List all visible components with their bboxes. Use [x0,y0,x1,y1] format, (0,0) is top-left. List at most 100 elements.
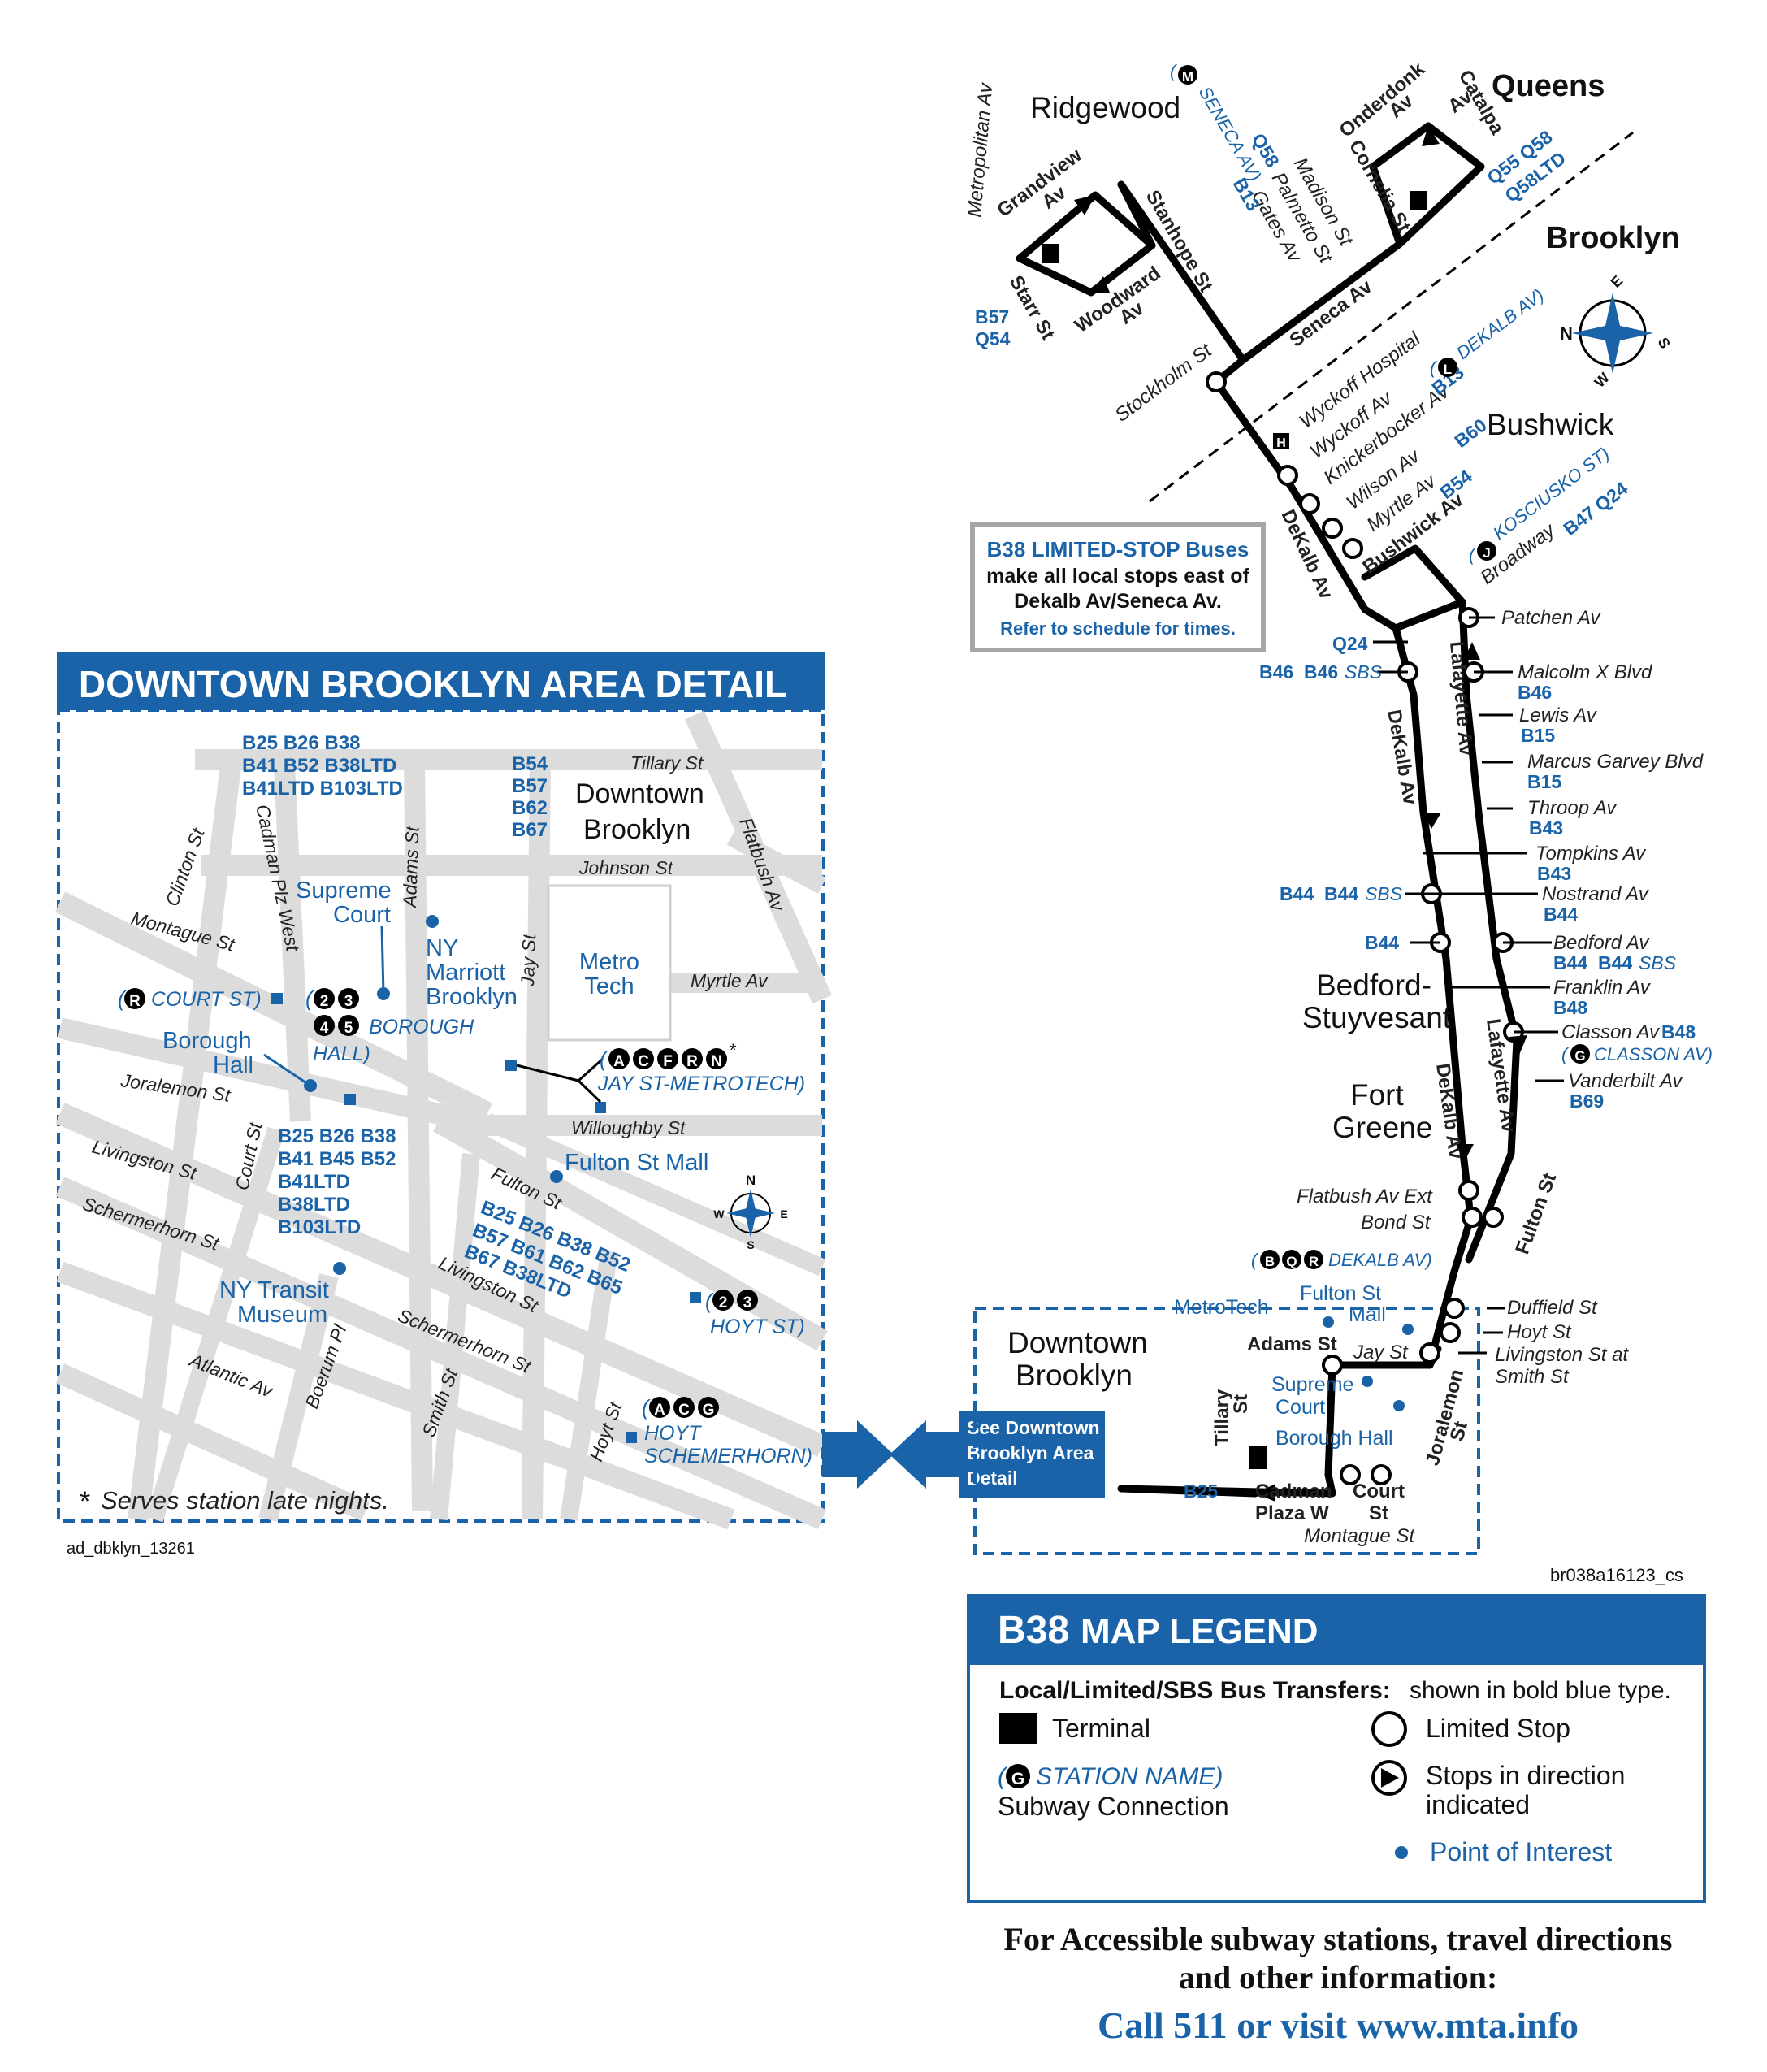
stop-jay [1419,1342,1440,1363]
detail-compass: N E S W [713,1173,787,1251]
montague-st-main-label: Montague St [1304,1525,1415,1547]
f-bullet-jay [657,1048,678,1069]
map-id: br038a16123_cs [1550,1565,1683,1585]
detail-title: DOWNTOWN BROOKLYN AREA DETAIL [79,663,787,705]
mid-routes-1: B25 B26 B38 [278,1125,396,1147]
queens-label: Queens [1492,69,1605,103]
svg-text:(: ( [705,1289,714,1313]
route-b44-sbs-nostrand: B44 [1324,883,1358,904]
classon-av-station: CLASSON AV) [1594,1044,1713,1064]
route-b44-sbs-suffix-2: SBS [1639,952,1677,973]
court-st-main-label-2: St [1369,1502,1388,1524]
classon-av-label: Classon Av [1561,1021,1661,1043]
route-b44-bedford-e: B44 [1553,952,1587,973]
svg-text:F: F [663,1053,673,1070]
seneca-av-station: SENECA AV) [1195,83,1266,184]
mid-routes-3: B41LTD [278,1171,350,1193]
legend-g-bullet [1006,1764,1030,1788]
svg-text:G: G [1574,1048,1585,1064]
route-b15-marcus: B15 [1527,771,1561,792]
svg-text:M: M [1182,69,1193,85]
court-st-main-label-1: Court [1353,1480,1405,1502]
stop-flatbush-ext [1458,1180,1479,1201]
jay-st-label: Jay St [517,933,539,987]
legend-limited-stop: Limited Stop [1426,1714,1570,1743]
footer-line2: and other information: [1179,1959,1498,1996]
route-b46-w: B46 [1259,661,1293,683]
joralemon-st-label-1: Joralemon [1422,1367,1468,1467]
2-bullet-hoyt [712,1290,734,1311]
footer-line3: Call 511 or visit www.mta.info [1098,2005,1579,2046]
detail-frame [57,709,825,1523]
svg-text:4: 4 [320,1020,329,1037]
brooklyn-label: Brooklyn [1546,221,1680,255]
borough-hall-main-label: Borough Hall [1275,1427,1393,1450]
footer: For Accessible subway stations, travel d… [1004,1921,1673,2046]
a-bullet-hoyt-sch [649,1397,670,1418]
johnson-st-label: Johnson St [578,857,674,878]
stop-knickerbocker [1299,493,1320,514]
stop-court [1340,1464,1361,1485]
see-detail-line2: Brooklyn Area [967,1442,1094,1463]
n-bullet-jay [706,1048,727,1069]
detail-street-grid [54,710,832,1530]
downtown-label-1: Downtown [1007,1326,1148,1359]
main-compass: N E S W [1560,272,1674,391]
ny-marriott-label-2: Marriott [426,960,505,986]
jay-st-connectors [516,1057,604,1103]
terminal-downtown [1249,1446,1267,1469]
route-b46-sbs-suffix: SBS [1345,661,1383,683]
legend-limited-circle [1371,1711,1407,1747]
3-bullet-hoyt [737,1290,758,1311]
flatbush-av-ext-label: Flatbush Av Ext [1297,1186,1433,1207]
hoyt-st-station-square [690,1292,701,1303]
legend-station-name: STATION NAME) [1036,1763,1223,1790]
supreme-court-label-2: Court [333,902,391,928]
legend-title-bar [967,1594,1706,1663]
transfer-ticks [1373,616,1564,1355]
jay-routes-1: B54 [512,753,548,775]
ridgewood-label: Ridgewood [1030,91,1180,124]
jay-st-station-square-2 [595,1102,606,1113]
r-bullet-dekalb [1304,1250,1323,1269]
detail-code: ad_dbklyn_13261 [67,1540,195,1558]
dekalb-l-station: DEKALB AV) [1453,284,1548,363]
3-bullet-borough [338,988,359,1009]
route-b48-classon: B48 [1661,1021,1696,1043]
main-compass-s: S [1655,335,1674,351]
route-b43-tompkins: B43 [1537,863,1571,884]
top-routes-3: B41LTD B103LTD [242,778,403,800]
hoyt-st-main-label: Hoyt St [1507,1321,1572,1343]
downtown-brooklyn-label-1: Downtown [575,778,704,809]
fulton-st-main-label: Fulton St [1511,1170,1561,1257]
route-b43-throop: B43 [1529,817,1563,839]
downtown-label-2: Brooklyn [1016,1359,1133,1392]
b38-route-line [1016,122,1521,1498]
transit-museum-dot [333,1262,346,1275]
legend-transfers-bold: Local/Limited/SBS Bus Transfers: [999,1677,1391,1704]
marcus-garvey-blvd-label: Marcus Garvey Blvd [1527,751,1704,773]
svg-text:C: C [638,1053,649,1070]
stop-wilson [1322,518,1343,539]
svg-text:R: R [1309,1254,1319,1269]
jay-routes-4: B67 [512,819,548,841]
bedford-av-label: Bedford Av [1553,932,1650,954]
footnote-star: * [80,1486,90,1517]
stop-myrtle [1342,538,1363,559]
supreme-court-main-label-2: Court [1275,1396,1325,1419]
legend-direction-arrow [1381,1768,1399,1788]
q-bullet-dekalb [1282,1250,1301,1269]
hospital-marker [1273,433,1289,449]
footnote-text: Serves station late nights. [101,1486,389,1515]
willoughby-st-label: Willoughby St [571,1117,686,1138]
tillary-st-label: Tillary St [630,752,704,774]
hoyt-schermerhorn-station-square [626,1432,637,1443]
route-b44-bedford-w: B44 [1365,932,1399,953]
callout-line3: Dekalb Av/Seneca Av. [1014,590,1222,613]
downtown-inset-dots [1323,1316,1414,1411]
terminal-queens [1410,191,1427,210]
detail-place-labels: Downtown Brooklyn [575,778,704,845]
route-q54: Q54 [975,328,1011,349]
svg-text:B: B [1265,1254,1275,1269]
svg-text:3: 3 [743,1294,752,1311]
